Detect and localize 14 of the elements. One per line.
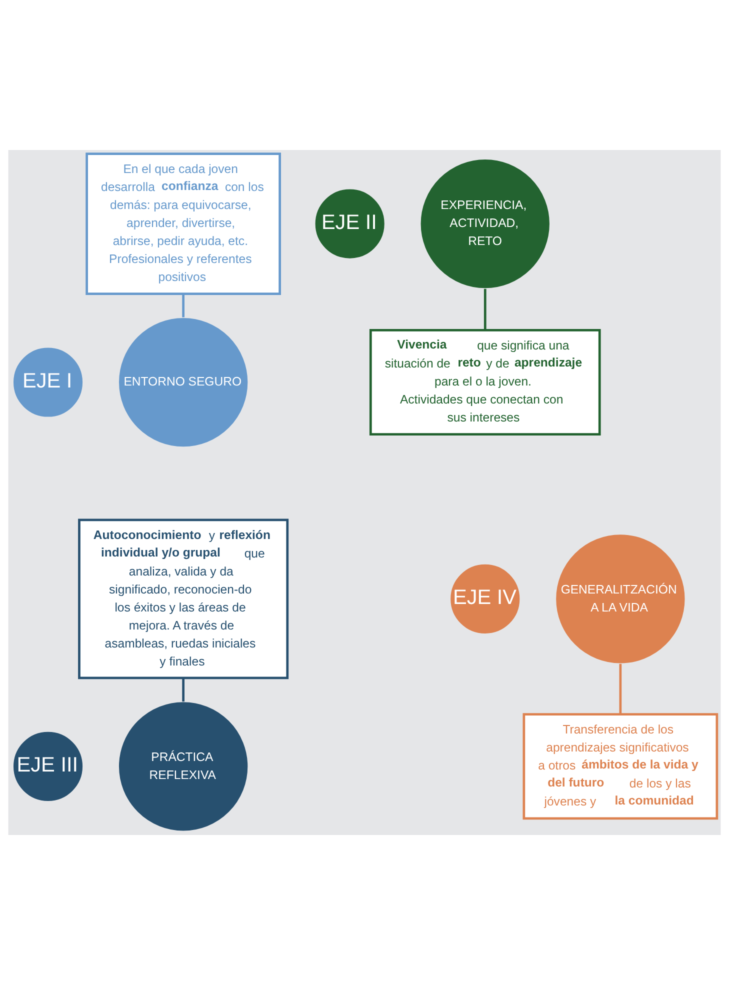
node-circle: EJE III (10, 728, 86, 804)
connector (182, 678, 184, 702)
connector (619, 663, 622, 714)
node-circle: GENERALITZACIÓN A LA VIDA (555, 533, 686, 664)
node-circle: PRÁCTICA REFLEXIVA (118, 700, 249, 832)
connector (484, 288, 486, 330)
node-circle: ENTORNO SEGURO (118, 316, 249, 448)
node-box: Transferencia de los aprendizajes significativos a otros ámbitos de la vida y del futuro de los y las jóvenes y la comunidad (522, 712, 718, 820)
node-circle: EXPERIENCIA, ACTIVIDAD, RETO (420, 158, 550, 289)
node-box: Vivencia que significa una situación de reto y de aprendizaje para el o la joven. Actividades que conectan con sus intereses (369, 328, 601, 435)
node-box: Autoconocimiento y reflexión individual y/o grupal que analiza, valida y da significado, reconocien-do los éxitos y las áreas de mejora. A través de asambleas, ruedas iniciales y finales (78, 518, 289, 679)
node-circle: EJE IV (448, 561, 522, 636)
connector (182, 293, 184, 317)
node-box: En el que cada joven desarrolla confianza con los demás: para equivocarse, aprender, divertirse, abrirse, pedir ayuda, etc. Profesionales y referentes positivos (86, 152, 281, 294)
